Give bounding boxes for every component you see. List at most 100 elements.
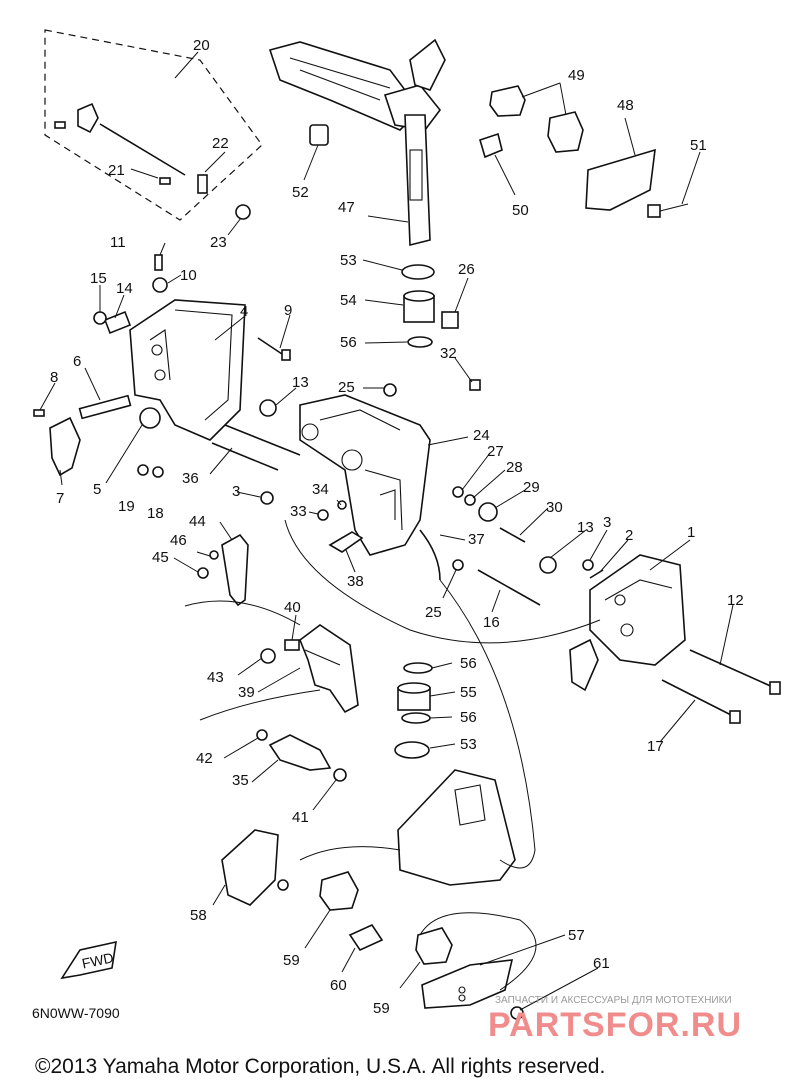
cap-part-59-right <box>415 927 453 965</box>
callout-56c: 56 <box>460 709 477 726</box>
bolts-part-36 <box>211 424 301 471</box>
callout-47: 47 <box>338 199 355 216</box>
nut-part-15 <box>93 311 107 325</box>
plate-part-14 <box>103 310 132 335</box>
lower-housing <box>397 769 516 886</box>
cover-part-48 <box>585 148 656 211</box>
callout-20: 20 <box>193 37 210 54</box>
cable-part-37 <box>419 529 441 581</box>
pin-part-8 <box>33 409 45 417</box>
tilt-lock-part-39 <box>299 624 359 714</box>
bushing-part-13-left <box>259 399 277 417</box>
washer-part-27 <box>452 486 464 498</box>
cap-part-50 <box>479 132 503 159</box>
copyright-notice: ©2013 Yamaha Motor Corporation, U.S.A. A… <box>35 1055 605 1078</box>
oring-part-56-low <box>401 712 431 724</box>
callout-11: 11 <box>110 234 126 251</box>
lever-part-44 <box>221 533 249 607</box>
figure-code: 6N0WW-7090 <box>32 1005 120 1021</box>
grease-nipple-part-25-low <box>452 559 464 571</box>
callout-52: 52 <box>292 184 309 201</box>
fwd-label: FWD <box>80 949 115 971</box>
callout-56a: 56 <box>340 334 357 351</box>
washer-part-18 <box>152 466 164 478</box>
clip-part-32 <box>469 379 481 391</box>
bolt-part-45 <box>197 567 209 579</box>
grease-nipple-part-25-top <box>383 383 397 397</box>
plate-part-38 <box>328 531 364 553</box>
callout-26: 26 <box>458 261 475 278</box>
fwd-arrow-icon <box>60 940 117 980</box>
cap-part-59-left <box>319 871 359 911</box>
callout-35: 35 <box>232 772 249 789</box>
shaft-part-16 <box>477 569 541 606</box>
cap-part-49b <box>547 111 584 153</box>
callout-61: 61 <box>593 955 610 972</box>
bushing-part-55 <box>397 682 431 711</box>
washer-part-46 <box>209 550 219 560</box>
bolt-part-3-right <box>582 559 594 571</box>
callout-9: 9 <box>284 302 292 319</box>
callout-55: 55 <box>460 684 477 701</box>
cover-part-57 <box>421 959 514 1009</box>
callout-28: 28 <box>506 459 523 476</box>
callout-43: 43 <box>207 669 224 686</box>
callout-13b: 13 <box>577 519 594 536</box>
callout-19: 19 <box>118 498 135 515</box>
callout-4: 4 <box>240 303 248 320</box>
spring-part-41 <box>333 768 347 782</box>
watermark-logo: PARTSFOR.RU <box>488 1006 742 1044</box>
callout-42: 42 <box>196 750 213 767</box>
callout-53b: 53 <box>460 736 477 753</box>
callout-16: 16 <box>483 614 500 631</box>
oring-part-56-mid <box>403 662 433 674</box>
callout-57: 57 <box>568 927 585 944</box>
callout-13a: 13 <box>292 374 309 391</box>
callout-41: 41 <box>292 809 309 826</box>
oring-part-56-top <box>407 336 433 348</box>
group-box-20 <box>44 29 263 221</box>
callout-21: 21 <box>108 162 125 179</box>
bolt-part-3-left <box>260 491 274 505</box>
callout-27: 27 <box>487 443 504 460</box>
handle-part-7 <box>49 416 81 477</box>
callout-44: 44 <box>189 513 206 530</box>
callout-1: 1 <box>687 524 695 541</box>
plate-part-35 <box>268 734 332 771</box>
callout-29: 29 <box>523 479 540 496</box>
callout-56b: 56 <box>460 655 477 672</box>
clip-part-60 <box>348 923 384 952</box>
callout-12: 12 <box>727 592 744 609</box>
callout-labels: 1 2 3 3 4 5 6 7 8 9 10 11 12 13 13 14 15… <box>50 37 744 1017</box>
washer-part-53-low <box>394 741 430 759</box>
block-part-26 <box>441 311 459 329</box>
pin-part-9 <box>257 337 291 361</box>
callout-46: 46 <box>170 532 187 549</box>
cap-part-49 <box>489 85 526 117</box>
bolt-part-12 <box>689 649 781 695</box>
callout-10: 10 <box>180 267 197 284</box>
bracket-part-58 <box>221 829 279 906</box>
bolt-part-51 <box>647 203 689 218</box>
bushing-part-54 <box>403 290 435 323</box>
callout-30: 30 <box>546 499 563 516</box>
swivel-bracket-24 <box>299 394 431 556</box>
pad-part-40 <box>284 639 300 651</box>
pin-part-11 <box>154 254 163 271</box>
washer-part-53-top <box>401 264 435 280</box>
callout-49: 49 <box>568 67 585 84</box>
callout-15: 15 <box>90 270 107 287</box>
callout-58: 58 <box>190 907 207 924</box>
callout-48: 48 <box>617 97 634 114</box>
nut-part-19 <box>137 464 149 476</box>
handle-part-1b <box>569 638 599 692</box>
callout-60: 60 <box>330 977 347 994</box>
callout-38: 38 <box>347 573 364 590</box>
callout-39: 39 <box>238 684 255 701</box>
spring-part-43 <box>260 648 276 664</box>
callout-59b: 59 <box>373 1000 390 1017</box>
bolt-part-33 <box>317 509 329 521</box>
callout-32: 32 <box>440 345 457 362</box>
clamp-bracket-right-1 <box>589 554 686 666</box>
